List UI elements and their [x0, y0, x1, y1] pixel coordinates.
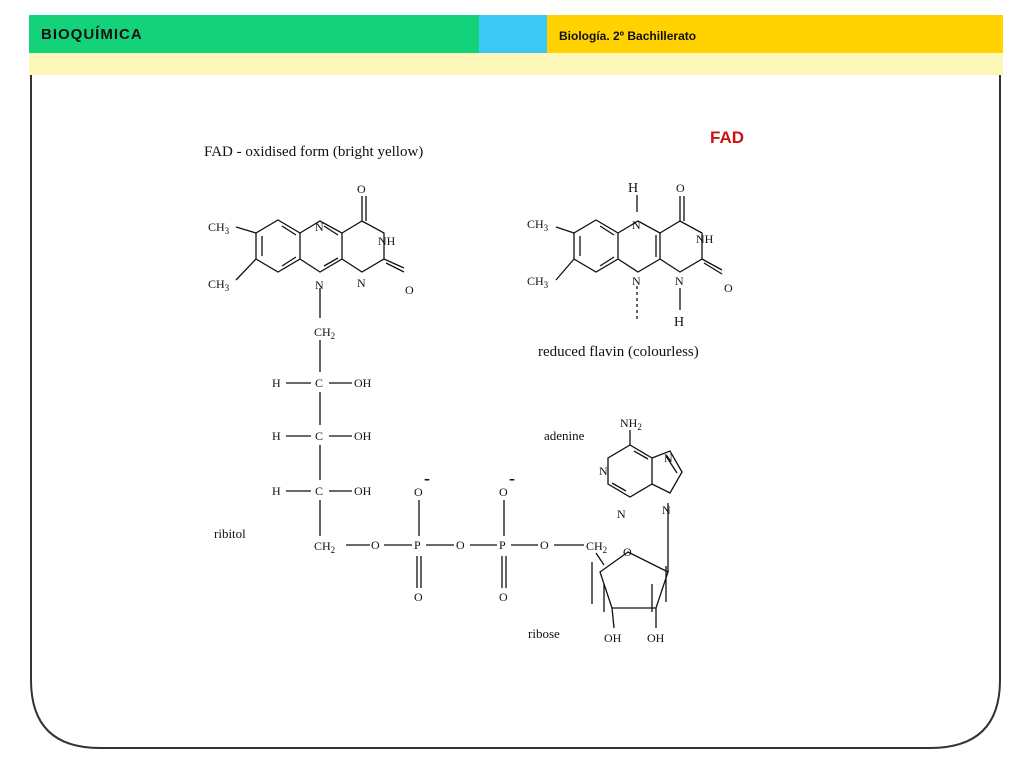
header-stripe [29, 53, 1003, 75]
atom-o2: O [405, 283, 414, 297]
atom-nh3-reduced: NH [696, 232, 714, 246]
atom-h3: H [272, 484, 281, 498]
atom-o-bridge3: O [540, 538, 549, 552]
label-ribitol: ribitol [214, 526, 246, 541]
header-yellow-block [547, 15, 1003, 53]
atom-h2: H [272, 429, 281, 443]
atom-ch3-top-reduced: CH3 [527, 217, 549, 233]
atom-o4-reduced: O [676, 181, 685, 195]
atom-ch2-ribose: CH2 [586, 539, 607, 555]
label-ribose: ribose [528, 626, 560, 641]
atom-c3: C [315, 484, 323, 498]
atom-o-p2-bottom: O [499, 590, 508, 604]
atom-o2-reduced: O [724, 281, 733, 295]
atom-o-bridge2: O [456, 538, 465, 552]
atom-n5-reduced: N [632, 218, 641, 232]
header-bar: BIOQUÍMICA Biología. 2º Bachillerato [29, 15, 1003, 53]
atom-n10-reduced: N [632, 274, 641, 288]
atom-ch3-top: CH3 [208, 220, 230, 236]
fad-label: FAD [710, 128, 744, 147]
atom-n1-adenine: N [599, 464, 608, 478]
atom-o-ribose: O [623, 545, 632, 559]
atom-h-n5-reduced: H [628, 181, 638, 196]
atom-nh3: NH [378, 234, 396, 248]
label-adenine: adenine [544, 428, 585, 443]
header-green-block [29, 15, 479, 53]
header-title: BIOQUÍMICA [41, 26, 143, 43]
atom-n3-adenine: N [617, 507, 626, 521]
atom-p1: P [414, 538, 421, 552]
atom-n1: N [357, 276, 366, 290]
atom-o-p1-top: O [414, 485, 423, 499]
atom-oh2: OH [354, 429, 372, 443]
caption-oxidised: FAD - oxidised form (bright yellow) [204, 144, 423, 160]
atom-oh1: OH [354, 376, 372, 390]
charge-p2: - [509, 468, 515, 488]
charge-p1: - [424, 468, 430, 488]
header-subtitle: Biología. 2º Bachillerato [559, 29, 697, 43]
atom-p2: P [499, 538, 506, 552]
atom-nh2: NH2 [620, 416, 642, 432]
atom-n10: N [315, 278, 324, 292]
atom-o-p2-top: O [499, 485, 508, 499]
atom-oh-ribose-2: OH [604, 631, 622, 645]
atom-c2: C [315, 429, 323, 443]
atom-n5: N [315, 220, 324, 234]
caption-reduced: reduced flavin (colourless) [538, 344, 699, 360]
header-cyan-block [479, 15, 547, 53]
atom-h-n1-reduced: H [674, 315, 684, 330]
atom-h1: H [272, 376, 281, 390]
atom-n7-adenine: N [664, 451, 673, 465]
atom-n9-adenine: N [662, 503, 671, 517]
atom-oh3: OH [354, 484, 372, 498]
atom-ch2-phosphate: CH2 [314, 539, 335, 555]
atom-o-bridge1: O [371, 538, 380, 552]
atom-o-p1-bottom: O [414, 590, 423, 604]
atom-ch3-bottom-reduced: CH3 [527, 274, 549, 290]
atom-oh-ribose-3: OH [647, 631, 665, 645]
atom-c1: C [315, 376, 323, 390]
atom-n1-reduced: N [675, 274, 684, 288]
atom-o4: O [357, 182, 366, 196]
atom-ch3-bottom: CH3 [208, 277, 230, 293]
atom-ch2-ribitol: CH2 [314, 325, 335, 341]
